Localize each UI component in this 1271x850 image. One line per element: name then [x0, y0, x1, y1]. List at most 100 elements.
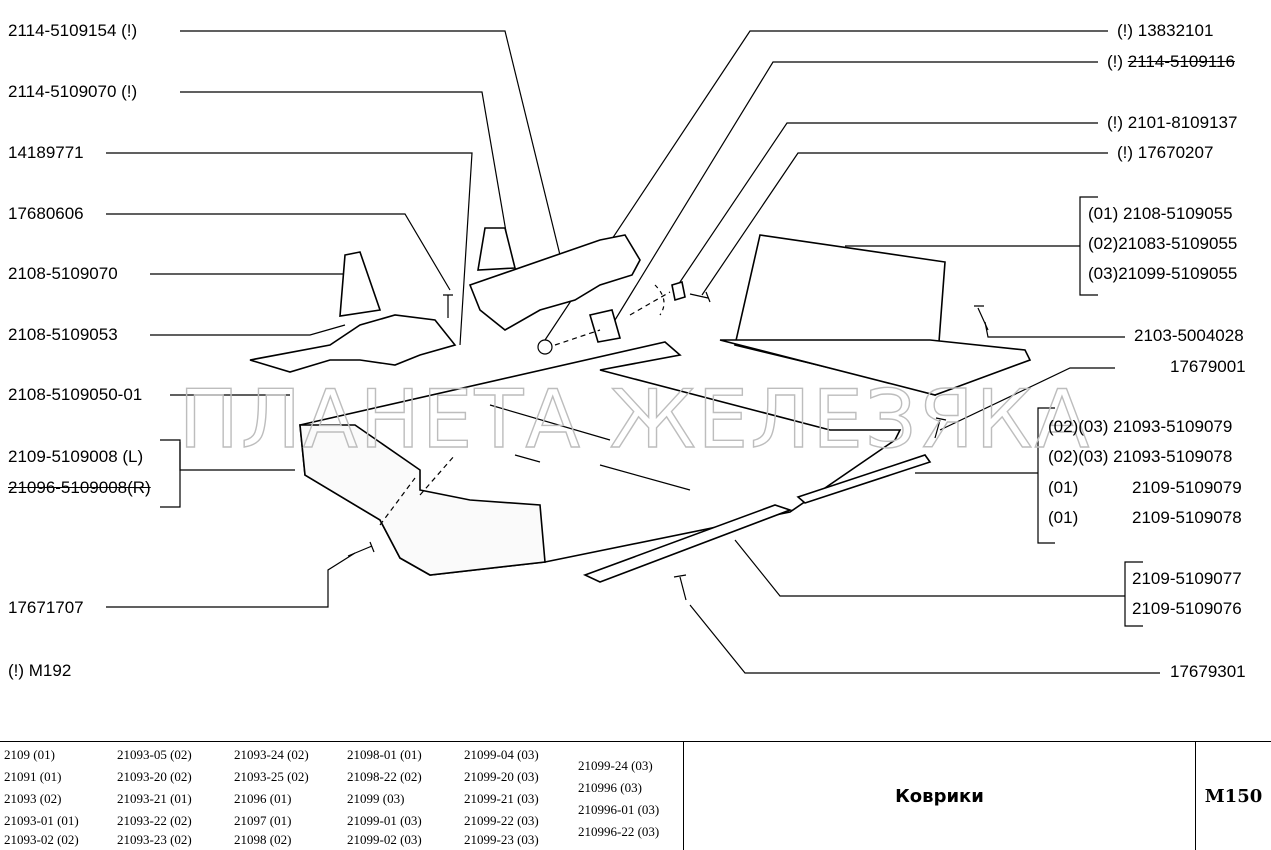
part-label: (01) 2108-5109055: [1088, 204, 1233, 223]
model-entry: 21093-21 (01): [117, 791, 192, 806]
screw-icon: [934, 417, 947, 439]
part-label: 2108-5109053: [8, 325, 118, 344]
sheet-code: M150: [1204, 785, 1263, 807]
model-entry: 21099-24 (03): [578, 758, 653, 773]
part-label: 2109-5109079: [1132, 478, 1242, 497]
part-label: (02)(03) 21093-5109079: [1048, 417, 1233, 436]
part-label: 17680606: [8, 204, 84, 223]
model-entry: 2109 (01): [4, 747, 55, 762]
model-entry: 21099-20 (03): [464, 769, 539, 784]
page-title: Коврики: [895, 785, 984, 807]
nut-icon: [537, 339, 553, 355]
divider: [1195, 742, 1196, 850]
model-entry: 21098-22 (02): [347, 769, 422, 784]
tunnel-console: [468, 234, 641, 331]
model-entry: 21099-02 (03): [347, 832, 422, 847]
shift-boot-rear: [477, 227, 517, 271]
sill-trim-right: [796, 454, 932, 504]
bracket: [160, 439, 181, 508]
part-label-variant: (01): [1048, 508, 1079, 527]
front-console: [249, 314, 457, 373]
clip-part: [671, 280, 686, 302]
part-label: 17671707: [8, 598, 84, 617]
part-label: (02)(03) 21093-5109078: [1048, 447, 1233, 466]
shift-boot-front: [339, 251, 382, 317]
leader-line: [689, 604, 1160, 674]
model-entry: 21093 (02): [4, 791, 62, 806]
model-entry: 21098 (02): [234, 832, 292, 847]
model-entry: 210996-22 (03): [578, 824, 660, 839]
model-entry: 21093-23 (02): [117, 832, 192, 847]
part-label: 2114-5109154 (!): [8, 21, 138, 40]
leader-line: [180, 91, 511, 256]
title-block: 2109 (01) 21091 (01) 21093 (02) 21093-01…: [0, 741, 1271, 850]
watermark-text: ПЛАНЕТА ЖЕЛЕЗЯКА: [179, 373, 1092, 466]
leader-line: [614, 61, 1098, 321]
part-label: 2109-5109078: [1132, 508, 1242, 527]
part-label: 2109-5109008 (L): [8, 447, 144, 466]
part-label: 2103-5004028: [1134, 326, 1244, 345]
sill-trim-left: [582, 504, 793, 583]
model-entry: 21093-25 (02): [234, 769, 309, 784]
screw-icon: [689, 291, 711, 303]
model-entry: 21091 (01): [4, 769, 62, 784]
part-label: (!) 13832101: [1117, 21, 1214, 40]
rear-mat-base: [719, 339, 1032, 396]
part-label: (!) 17670207: [1117, 143, 1214, 162]
note-label: (!) M192: [8, 661, 72, 680]
model-entry: 21099-04 (03): [464, 747, 539, 762]
model-entry: 210996 (03): [578, 780, 642, 795]
part-label: 2114-5109070 (!): [8, 82, 138, 101]
part-label: 2108-5109070: [8, 264, 118, 283]
watermark: ПЛАНЕТА ЖЕЛЕЗЯКА: [178, 372, 1092, 466]
parts-diagram: [106, 30, 1160, 674]
part-label: 2109-5109077: [1132, 569, 1242, 588]
part-label: 14189771: [8, 143, 84, 162]
model-entry: 21099-01 (03): [347, 813, 422, 828]
leader-line: [677, 122, 1098, 286]
part-label-obsolete: 21096-5109008(R): [8, 478, 151, 497]
guide-dashed: [379, 454, 456, 526]
model-entry: 21099-21 (03): [464, 791, 539, 806]
leader-line: [106, 152, 473, 346]
leader-line: [106, 213, 451, 291]
screw-icon: [974, 305, 989, 331]
part-label: (02)21083-5109055: [1088, 234, 1238, 253]
part-label: 2109-5109076: [1132, 599, 1242, 618]
model-entry: 21099-23 (03): [464, 832, 539, 847]
model-entry: 21098-01 (01): [347, 747, 422, 762]
model-entry: 21093-22 (02): [117, 813, 192, 828]
floor-mat-panel: [299, 424, 546, 576]
model-entry: 21099 (03): [347, 791, 405, 806]
screw-icon: [347, 541, 375, 557]
bracket: [1124, 561, 1143, 627]
leader-line: [106, 552, 356, 608]
leader-line: [150, 324, 346, 336]
screw-icon: [673, 574, 687, 601]
bracket-part: [588, 309, 622, 343]
part-label: (!) 2101-8109137: [1107, 113, 1238, 132]
model-entry: 210996-01 (03): [578, 802, 660, 817]
model-entry: 21097 (01): [234, 813, 292, 828]
part-label-prefix: (!) 2114-5109116: [1107, 52, 1235, 71]
divider: [683, 742, 684, 850]
obsolete-marker: (!): [1107, 52, 1128, 71]
screw-icon: [443, 294, 453, 318]
part-label: 17679001: [1170, 357, 1246, 376]
model-entry: 21093-02 (02): [4, 832, 79, 847]
obsolete-part-number: 2114-5109116: [1127, 52, 1235, 71]
bracket: [1037, 407, 1055, 544]
model-list: 2109 (01) 21091 (01) 21093 (02) 21093-01…: [0, 742, 683, 850]
leader-line: [701, 152, 1108, 296]
guide-dashed: [554, 291, 671, 346]
model-entry: 21096 (01): [234, 791, 292, 806]
floor-rib: [489, 404, 691, 491]
part-label-variant: (01): [1048, 478, 1079, 497]
leader-line: [939, 367, 1115, 431]
part-label: (03)21099-5109055: [1088, 264, 1238, 283]
model-entry: 21093-05 (02): [117, 747, 192, 762]
leader-line: [734, 539, 1125, 597]
model-entry: 21099-22 (03): [464, 813, 539, 828]
part-label: 2108-5109050-01: [8, 385, 143, 404]
model-entry: 21093-20 (02): [117, 769, 192, 784]
